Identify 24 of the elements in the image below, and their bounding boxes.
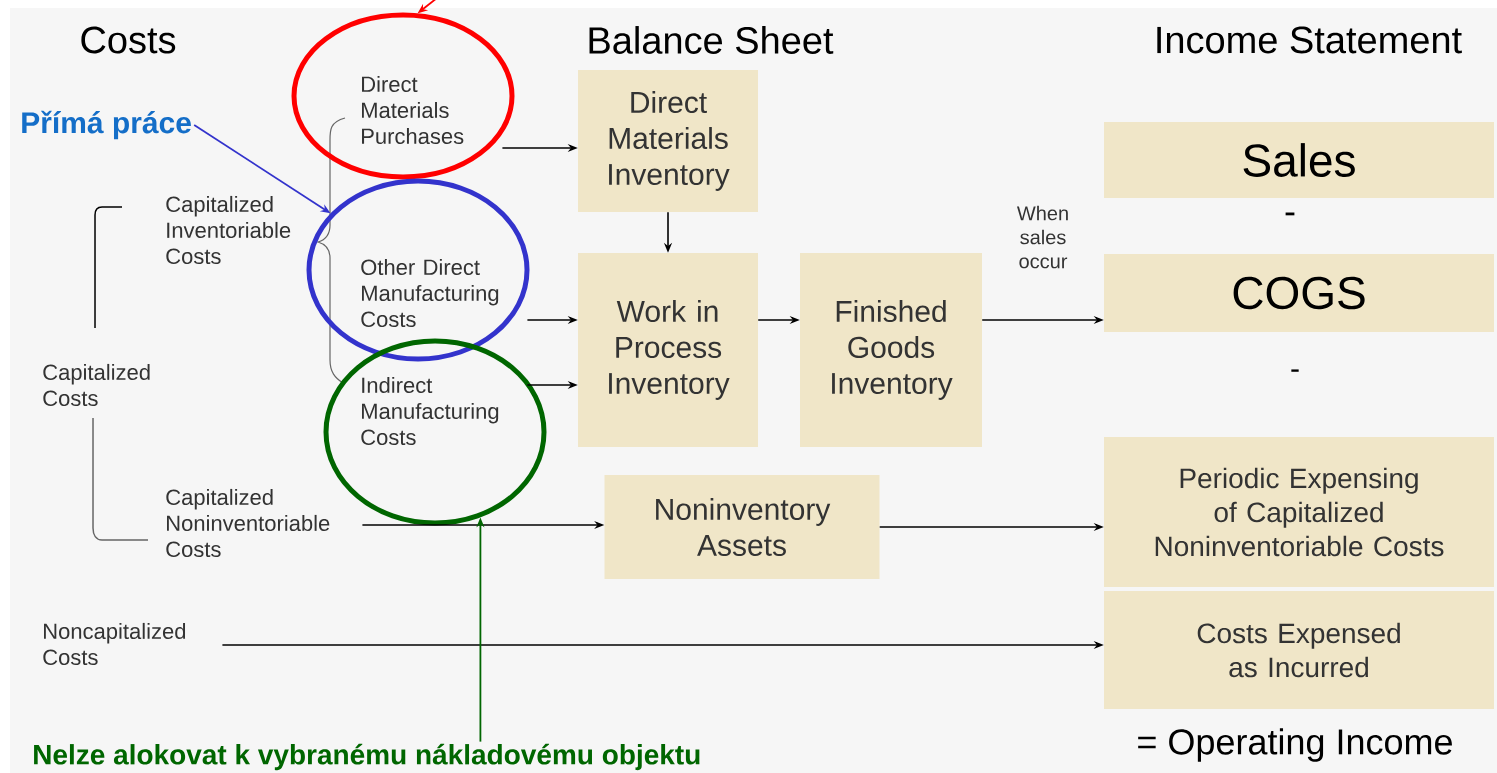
annotation-text: Přímá práce: [22, 110, 191, 140]
account-box: Periodic Expensing of Capitalized Noninventoriable Costs: [1104, 437, 1494, 587]
statement-box: Sales: [1104, 122, 1494, 198]
account-box: Costs Expensed as Incurred: [1104, 591, 1494, 709]
cost-label: Capitalized Costs: [43, 363, 150, 407]
account-box: Noninventory Assets: [604, 475, 880, 579]
heading: Income Statement: [1157, 26, 1462, 54]
edge-label: When sales occur: [1002, 204, 1084, 270]
account-box: Direct Materials Inventory: [578, 70, 758, 212]
cost-label: Capitalized Inventoriable Costs: [166, 195, 291, 265]
cost-label: Noncapitalized Costs: [43, 622, 186, 666]
operator-sign: -: [1291, 369, 1299, 372]
account-box: Work in Process Inventory: [578, 253, 758, 447]
highlight-ellipse: [306, 178, 530, 362]
heading: Costs: [81, 26, 176, 54]
highlight-ellipse: [291, 12, 515, 180]
account-box: Finished Goods Inventory: [800, 253, 982, 447]
operator-sign: -: [1285, 212, 1295, 216]
annotation-text: Nelze alokovat k vybranému nákladovému objektu: [34, 743, 700, 771]
cost-label: Direct Materials Purchases: [362, 75, 464, 145]
statement-box: COGS: [1104, 254, 1494, 332]
cost-label: Indirect Manufacturing Costs: [361, 376, 499, 446]
cost-label: Capitalized Noninventoriable Costs: [166, 488, 330, 558]
cost-label: Other Direct Manufacturing Costs: [361, 258, 499, 328]
